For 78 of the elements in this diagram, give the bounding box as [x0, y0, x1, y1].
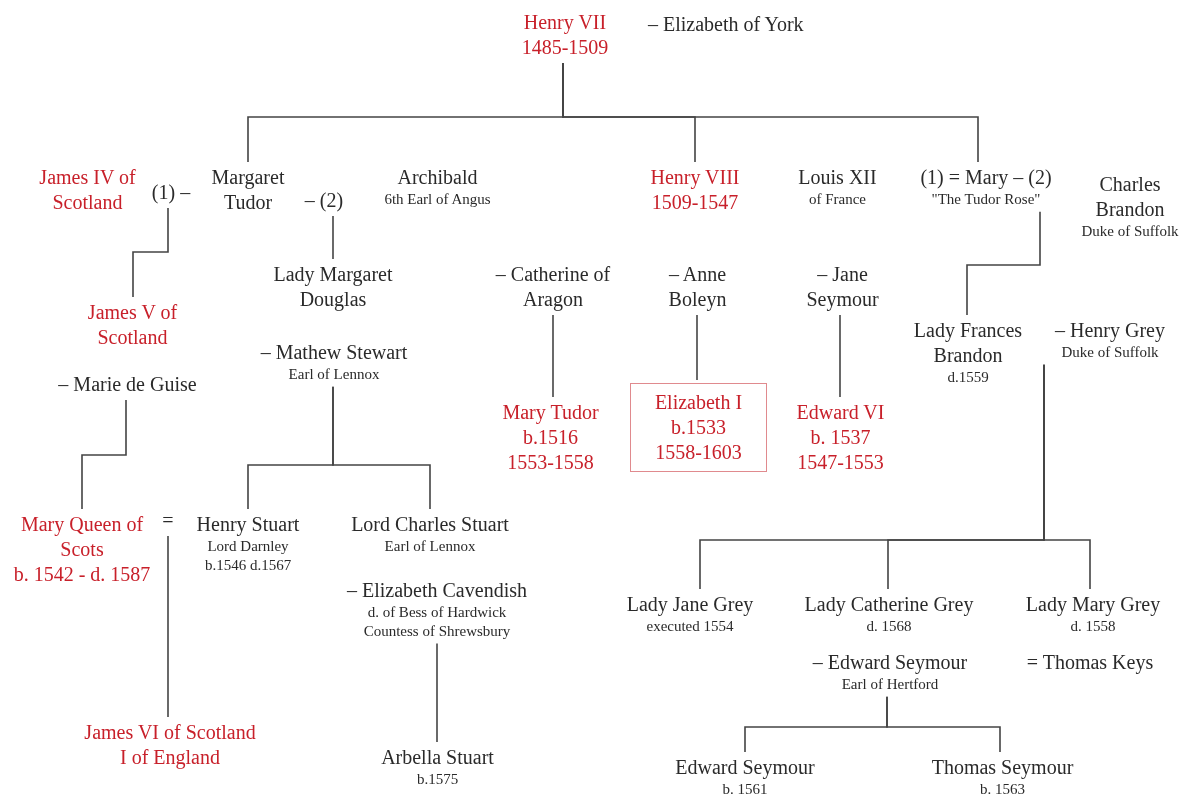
descent-line [966, 210, 1041, 316]
detail-text: d.1559 [946, 368, 990, 387]
detail-text: b.1546 d.1567 [203, 555, 293, 575]
detail-text: "The Tudor Rose" [930, 190, 1042, 209]
name-text: Henry VII [522, 10, 608, 35]
name-text: Lady Margaret Douglas [272, 262, 394, 312]
detail-text: d. 1558 [1069, 617, 1117, 636]
name-text: – Anne Boleyn [667, 262, 728, 312]
name-text: Charles Brandon [1094, 172, 1166, 222]
name-text: = Thomas Keys [1025, 650, 1155, 675]
name-text: Mary Tudor [501, 400, 600, 425]
name-text: – Elizabeth Cavendish [346, 578, 528, 603]
detail-text: Duke of Suffolk [1080, 222, 1180, 241]
detail-text: of France [807, 190, 868, 209]
name-text: – Jane Seymour [805, 262, 880, 312]
detail-text: 1509-1547 [650, 190, 740, 215]
name-text: – Henry Grey [1054, 318, 1166, 343]
descent-line [167, 535, 169, 718]
name-text: James V of Scotland [86, 300, 179, 350]
name-text: Lady Jane Grey [625, 592, 755, 617]
name-text: Henry VIII [649, 165, 741, 190]
detail-text: b. 1542 - d. 1587 [12, 562, 152, 587]
detail-text: Countess of Shrewsbury [362, 621, 512, 641]
detail-text: d. of Bess of Hardwick [366, 603, 508, 622]
descent-line [1043, 363, 1091, 590]
name-text: (1) – [150, 180, 192, 205]
name-text: = [161, 508, 175, 533]
descent-line [132, 207, 169, 298]
detail-text: b.1533 [670, 415, 727, 440]
detail-text: Lord Darnley [206, 537, 290, 556]
name-text: Archibald [396, 165, 479, 190]
person-box [630, 383, 767, 472]
name-text: Lady Frances Brandon [912, 318, 1024, 368]
descent-line [436, 642, 438, 743]
name-text: James IV of Scotland [38, 165, 137, 215]
name-text: – (2) [303, 188, 345, 213]
detail-text: 1485-1509 [520, 35, 610, 60]
name-text: (1) = Mary – (2) [919, 165, 1053, 190]
detail-text: 6th Earl of Angus [383, 190, 492, 209]
detail-text: b.1575 [415, 770, 460, 789]
descent-line [696, 314, 698, 381]
detail-text: b.1516 [522, 425, 579, 450]
name-text: Edward VI [795, 400, 886, 425]
descent-line [839, 314, 841, 398]
detail-text: 1547-1553 [796, 450, 885, 475]
descent-line [81, 399, 127, 510]
detail-text: b. 1561 [721, 780, 769, 799]
name-text: Henry Stuart [195, 512, 301, 537]
descent-line [552, 314, 554, 398]
detail-text: d. 1568 [865, 617, 913, 636]
name-text: Arbella Stuart [380, 745, 495, 770]
name-text: Louis XII [797, 165, 878, 190]
name-text: – Elizabeth of York [648, 12, 805, 37]
name-text: Lady Catherine Grey [803, 592, 975, 617]
name-text: – Catherine of Aragon [494, 262, 612, 312]
detail-text: Duke of Suffolk [1060, 343, 1160, 362]
name-text: Lady Mary Grey [1024, 592, 1162, 617]
descent-line [332, 385, 431, 510]
descent-line [562, 62, 979, 163]
detail-text: Earl of Hertford [840, 675, 940, 694]
name-text: – Marie de Guise [57, 372, 198, 397]
name-text: Margaret Tudor [210, 165, 286, 215]
name-text: Thomas Seymour [930, 755, 1075, 780]
name-text: – Edward Seymour [811, 650, 969, 675]
name-text: Edward Seymour [674, 755, 816, 780]
descent-line [886, 695, 1001, 753]
detail-text: 1553-1558 [506, 450, 595, 475]
name-text: Elizabeth I [653, 390, 744, 415]
name-text: James VI of Scotland I of England [83, 720, 257, 770]
detail-text: Earl of Lennox [287, 365, 381, 384]
detail-text: b. 1537 [809, 425, 872, 450]
detail-text: executed 1554 [645, 617, 735, 636]
detail-text: 1558-1603 [654, 440, 743, 465]
name-text: Lord Charles Stuart [350, 512, 510, 537]
detail-text: b. 1563 [979, 780, 1026, 799]
descent-line [332, 215, 334, 260]
detail-text: Earl of Lennox [383, 537, 477, 556]
name-text: – Mathew Stewart [259, 340, 409, 365]
